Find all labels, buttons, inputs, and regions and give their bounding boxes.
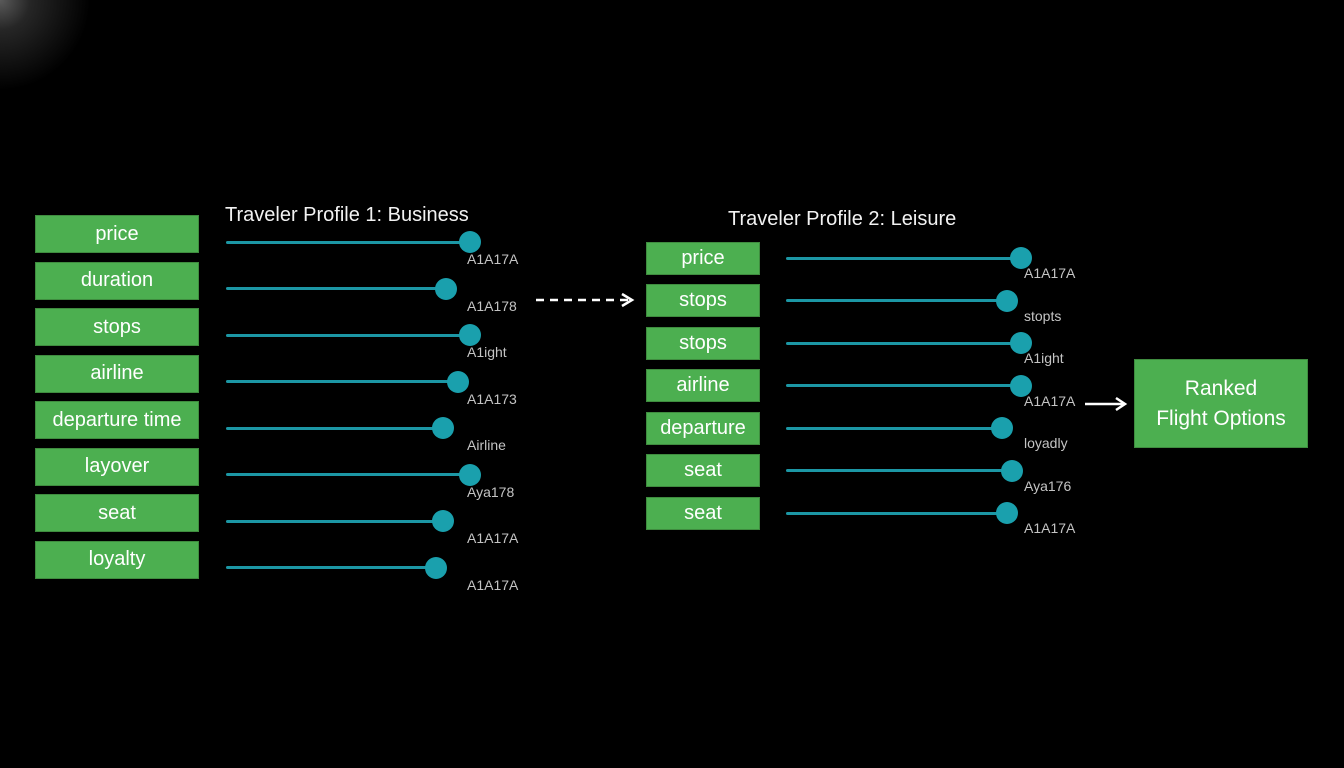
- weight-value-label: A1A173: [467, 390, 517, 407]
- factor-label: departure time: [52, 408, 182, 431]
- factor-label: seat: [684, 459, 722, 481]
- factor-box: seat: [646, 496, 760, 530]
- factor-label: stops: [679, 289, 727, 311]
- weight-knob[interactable]: [432, 510, 455, 532]
- weight-value-label: stopts: [1024, 307, 1062, 324]
- weight-track: [226, 287, 446, 290]
- factor-box: seat: [35, 494, 199, 532]
- factor-label: duration: [80, 269, 154, 291]
- factor-label: airline: [90, 362, 144, 384]
- factor-label: seat: [684, 501, 722, 524]
- solid-arrow: [1085, 396, 1128, 412]
- factor-label: layover: [84, 455, 150, 477]
- weight-value-label: A1ight: [467, 344, 507, 360]
- profile2-title: Traveler Profile 2: Leisure: [728, 208, 957, 230]
- weight-knob[interactable]: [1010, 332, 1032, 354]
- factor-label: seat: [98, 501, 136, 524]
- weight-value-label: A1A17A: [467, 576, 519, 593]
- factor-box: loyalty: [35, 540, 199, 579]
- weight-knob[interactable]: [1010, 247, 1032, 269]
- weight-value-label: A1A17A: [467, 530, 519, 546]
- weight-knob[interactable]: [424, 556, 447, 579]
- factor-label: airline: [676, 374, 730, 396]
- weight-knob[interactable]: [995, 289, 1018, 312]
- weight-knob[interactable]: [432, 417, 455, 439]
- weight-track: [226, 240, 470, 244]
- weight-value-label: Airline: [467, 437, 506, 453]
- weight-knob[interactable]: [1000, 459, 1023, 482]
- weight-track: [786, 511, 1007, 515]
- weight-track: [226, 426, 444, 430]
- weight-track: [226, 566, 436, 569]
- factor-label: price: [681, 246, 725, 269]
- weight-value-label: A1A17A: [1024, 520, 1076, 536]
- factor-label: loyalty: [88, 548, 146, 570]
- factor-box: stops: [646, 326, 760, 360]
- weight-track: [226, 473, 470, 476]
- weight-track: [786, 299, 1007, 302]
- ranked-flight-options-box: Ranked Flight Options: [1134, 359, 1308, 448]
- factor-label: price: [95, 222, 139, 245]
- weight-knob[interactable]: [459, 324, 481, 346]
- factor-box: airline: [646, 369, 760, 402]
- weight-value-label: Aya178: [467, 483, 515, 500]
- weight-knob[interactable]: [459, 463, 481, 486]
- weight-value-label: A1A17A: [467, 251, 519, 267]
- factor-box: stops: [35, 308, 199, 346]
- weight-value-label: A1A17A: [1024, 392, 1076, 409]
- factor-box: airline: [35, 354, 199, 393]
- weight-value-label: loyadly: [1024, 435, 1068, 451]
- weight-knob[interactable]: [446, 370, 469, 393]
- factor-box: stops: [646, 284, 760, 317]
- factor-box: layover: [35, 447, 199, 486]
- weight-value-label: Aya176: [1024, 477, 1072, 494]
- factor-box: departure: [646, 411, 760, 445]
- factor-box: duration: [35, 261, 199, 300]
- factor-box: price: [646, 241, 760, 275]
- factor-label: departure: [660, 416, 746, 439]
- weight-track: [786, 469, 1012, 472]
- weight-value-label: A1A178: [467, 297, 517, 314]
- weight-value-label: A1ight: [1024, 350, 1064, 366]
- profile1-title: Traveler Profile 1: Business: [225, 204, 469, 226]
- weight-knob[interactable]: [991, 417, 1014, 439]
- weight-track: [226, 380, 458, 383]
- factor-label: stops: [93, 315, 141, 338]
- factor-box: seat: [646, 454, 760, 487]
- weight-knob[interactable]: [1010, 374, 1032, 397]
- weight-knob[interactable]: [995, 502, 1018, 524]
- weight-track: [786, 256, 1021, 260]
- weight-knob[interactable]: [459, 231, 481, 253]
- weight-knob[interactable]: [434, 277, 457, 300]
- output-line-2: Flight Options: [1156, 406, 1286, 430]
- weight-track: [226, 519, 444, 523]
- dashed-arrow: [536, 292, 635, 308]
- weight-track: [786, 426, 1003, 430]
- weight-track: [226, 333, 470, 337]
- factor-box: departure time: [35, 401, 199, 439]
- weight-track: [786, 384, 1021, 387]
- output-line-1: Ranked: [1184, 376, 1258, 400]
- weight-value-label: A1A17A: [1024, 265, 1076, 281]
- weight-track: [786, 341, 1021, 345]
- factor-box: price: [35, 215, 199, 253]
- factor-label: stops: [679, 331, 727, 354]
